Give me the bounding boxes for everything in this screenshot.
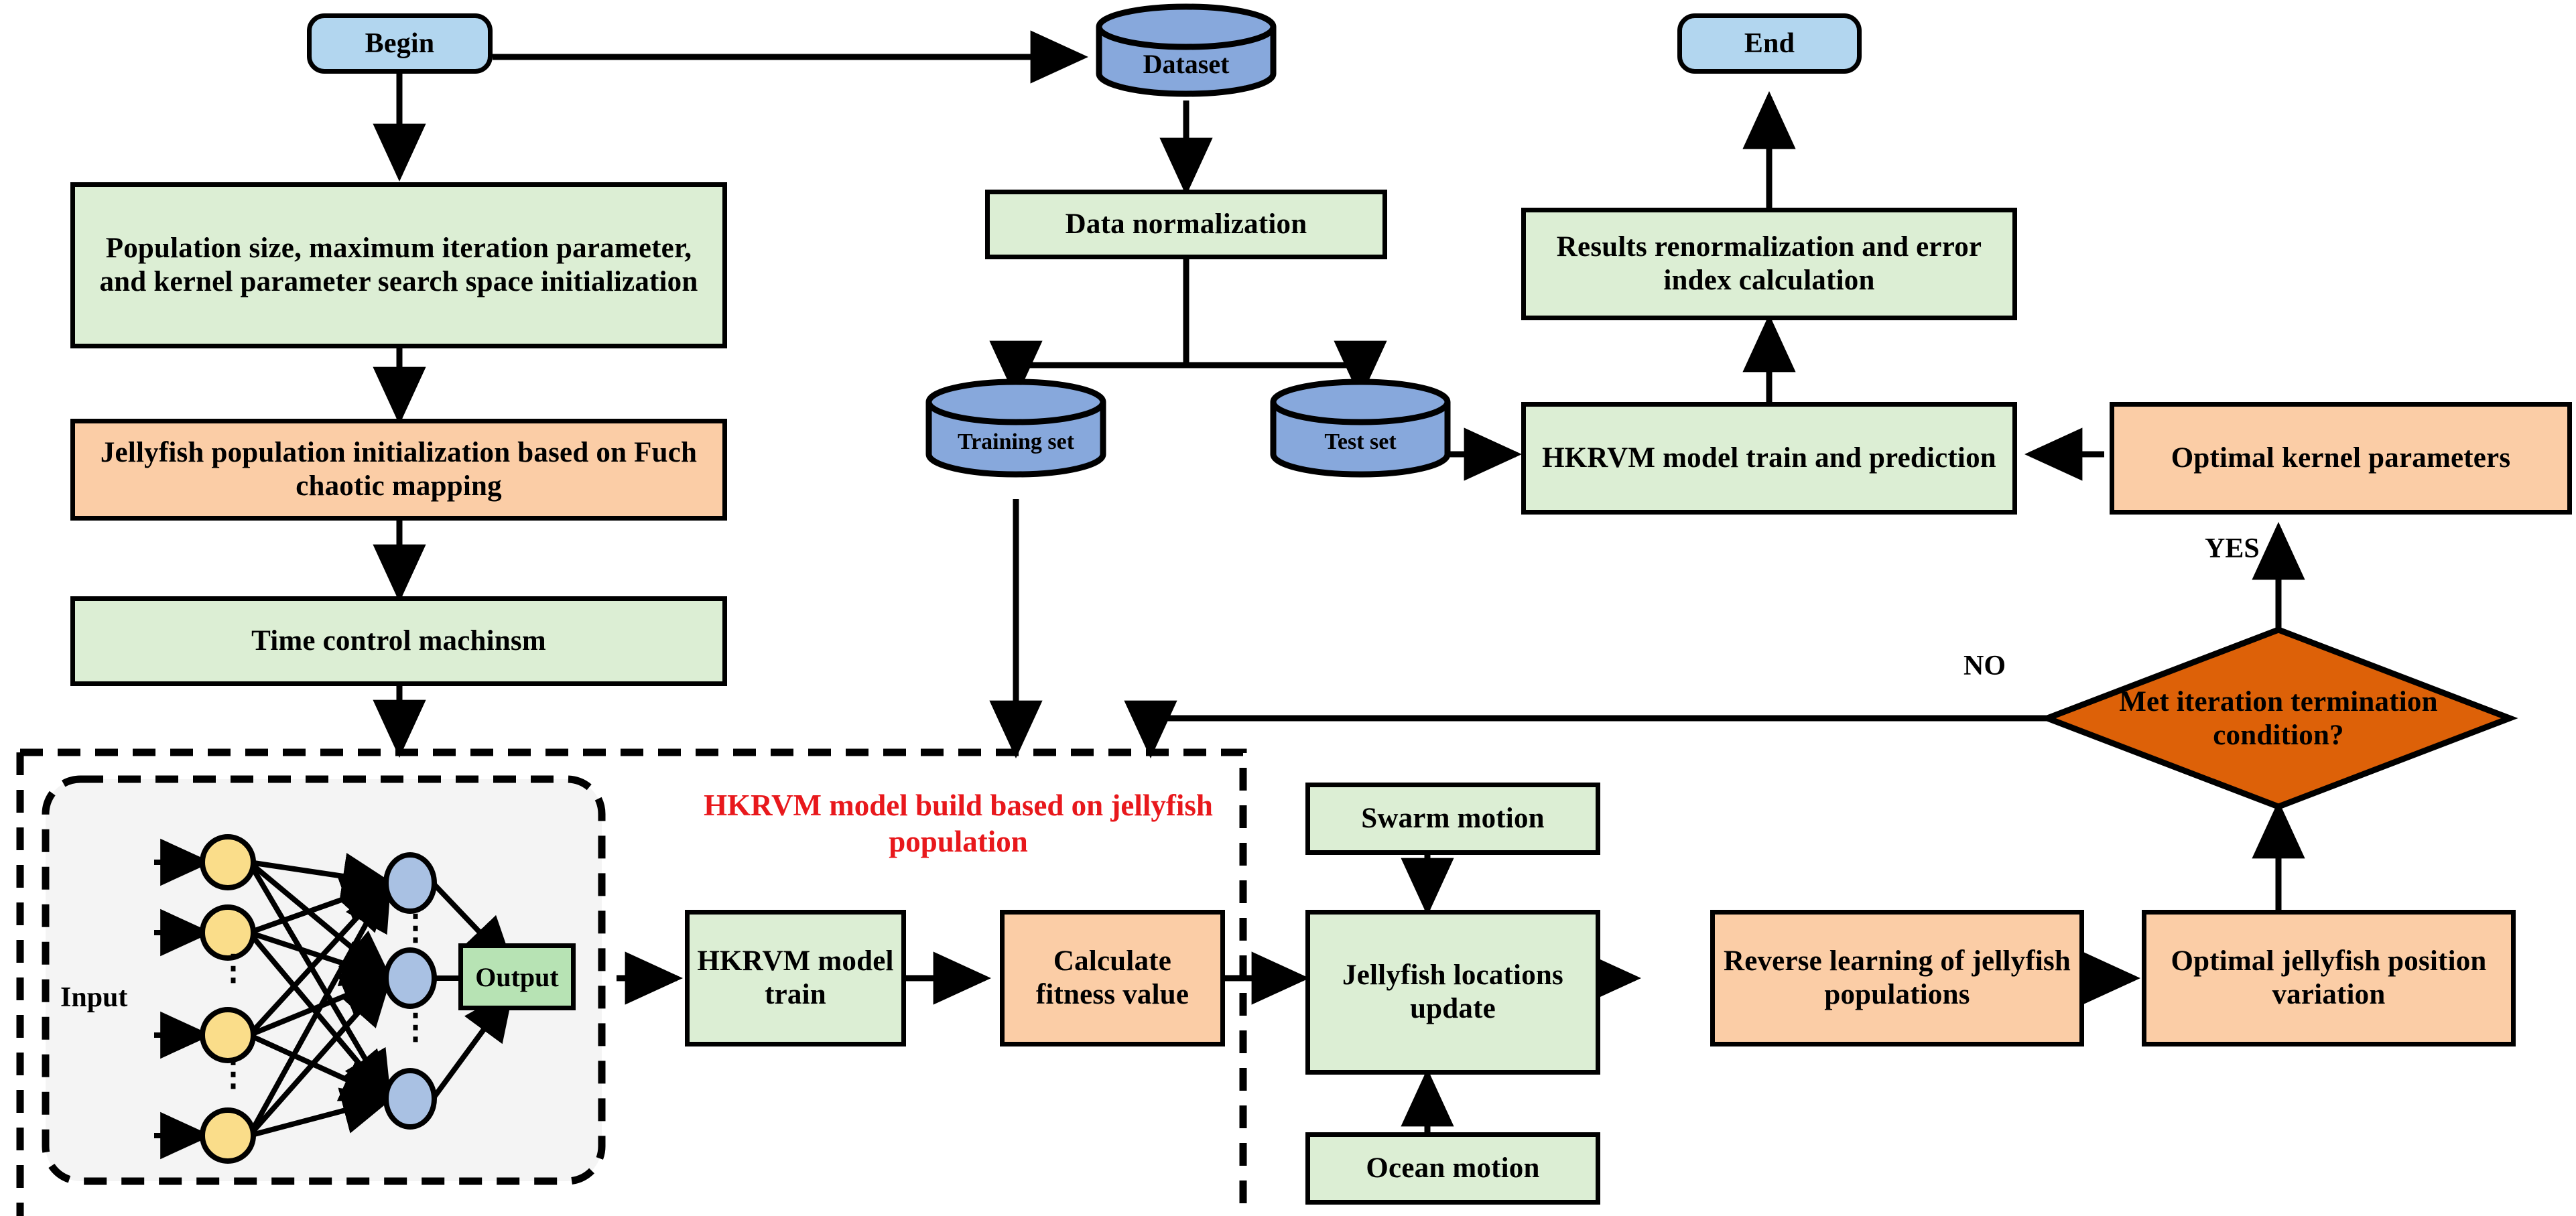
- hkrvm-predict-node[interactable]: HKRVM model train and prediction: [1521, 402, 2017, 515]
- hkrvm-train-label: HKRVM model train: [697, 945, 894, 1010]
- swarm-motion-node[interactable]: Swarm motion: [1305, 783, 1600, 855]
- reverse-learning-label: Reverse learning of jellyfish population…: [1723, 945, 2071, 1010]
- nn-output-box[interactable]: Output: [458, 943, 576, 1010]
- time-control-label: Time control machinsm: [251, 625, 546, 657]
- optimal-kernel-label: Optimal kernel parameters: [2171, 442, 2511, 474]
- nn-input-dots-upper-icon: ⋮: [216, 949, 251, 988]
- hkrvm-train-node[interactable]: HKRVM model train: [685, 910, 906, 1046]
- begin-node[interactable]: Begin: [307, 13, 493, 74]
- ocean-motion-node[interactable]: Ocean motion: [1305, 1132, 1600, 1205]
- optimal-kernel-node[interactable]: Optimal kernel parameters: [2110, 402, 2572, 515]
- results-renormalization-label: Results renormalization and error index …: [1556, 231, 1982, 296]
- results-renormalization-node[interactable]: Results renormalization and error index …: [1521, 208, 2017, 320]
- calc-fitness-node[interactable]: Calculate fitness value: [1000, 910, 1225, 1046]
- hkrvm-build-title: HKRVM model build based on jellyfish pop…: [680, 787, 1236, 860]
- init-params-node[interactable]: Population size, maximum iteration param…: [70, 182, 727, 348]
- jellyfish-init-label: Jellyfish population initialization base…: [100, 437, 698, 502]
- data-normalization-node[interactable]: Data normalization: [985, 190, 1387, 259]
- hkrvm-predict-label: HKRVM model train and prediction: [1542, 442, 1996, 474]
- ocean-motion-label: Ocean motion: [1366, 1152, 1540, 1185]
- end-node[interactable]: End: [1677, 13, 1862, 74]
- time-control-node[interactable]: Time control machinsm: [70, 596, 727, 686]
- end-label: End: [1744, 27, 1795, 59]
- init-params-label: Population size, maximum iteration param…: [99, 232, 698, 297]
- hkrvm-build-title-text: HKRVM model build based on jellyfish pop…: [704, 789, 1213, 858]
- nn-hidden-dots-lower-icon: ⋮: [398, 1008, 433, 1046]
- swarm-motion-label: Swarm motion: [1361, 803, 1545, 835]
- nn-input-dots-lower-icon: ⋮: [216, 1055, 251, 1093]
- jellyfish-init-node[interactable]: Jellyfish population initialization base…: [70, 419, 727, 521]
- decision-diamond-shape: [2039, 626, 2518, 810]
- begin-label: Begin: [365, 27, 435, 59]
- edge-label-no: NO: [1963, 651, 2006, 681]
- edge-label-yes: YES: [2205, 533, 2260, 564]
- jellyfish-update-node[interactable]: Jellyfish locations update: [1305, 910, 1600, 1075]
- optimal-position-label: Optimal jellyfish position variation: [2171, 945, 2487, 1010]
- decision-label: Met iteration termination condition?: [2119, 685, 2438, 751]
- jellyfish-update-label: Jellyfish locations update: [1342, 959, 1563, 1024]
- calc-fitness-label: Calculate fitness value: [1035, 945, 1189, 1010]
- reverse-learning-node[interactable]: Reverse learning of jellyfish population…: [1710, 910, 2084, 1046]
- nn-input-label: Input: [60, 982, 128, 1013]
- nn-output-label: Output: [475, 961, 559, 992]
- decision-node[interactable]: Met iteration termination condition?: [2111, 657, 2446, 781]
- data-normalization-label: Data normalization: [1065, 208, 1307, 241]
- nn-hidden-dots-upper-icon: ⋮: [398, 909, 433, 947]
- optimal-position-node[interactable]: Optimal jellyfish position variation: [2142, 910, 2516, 1046]
